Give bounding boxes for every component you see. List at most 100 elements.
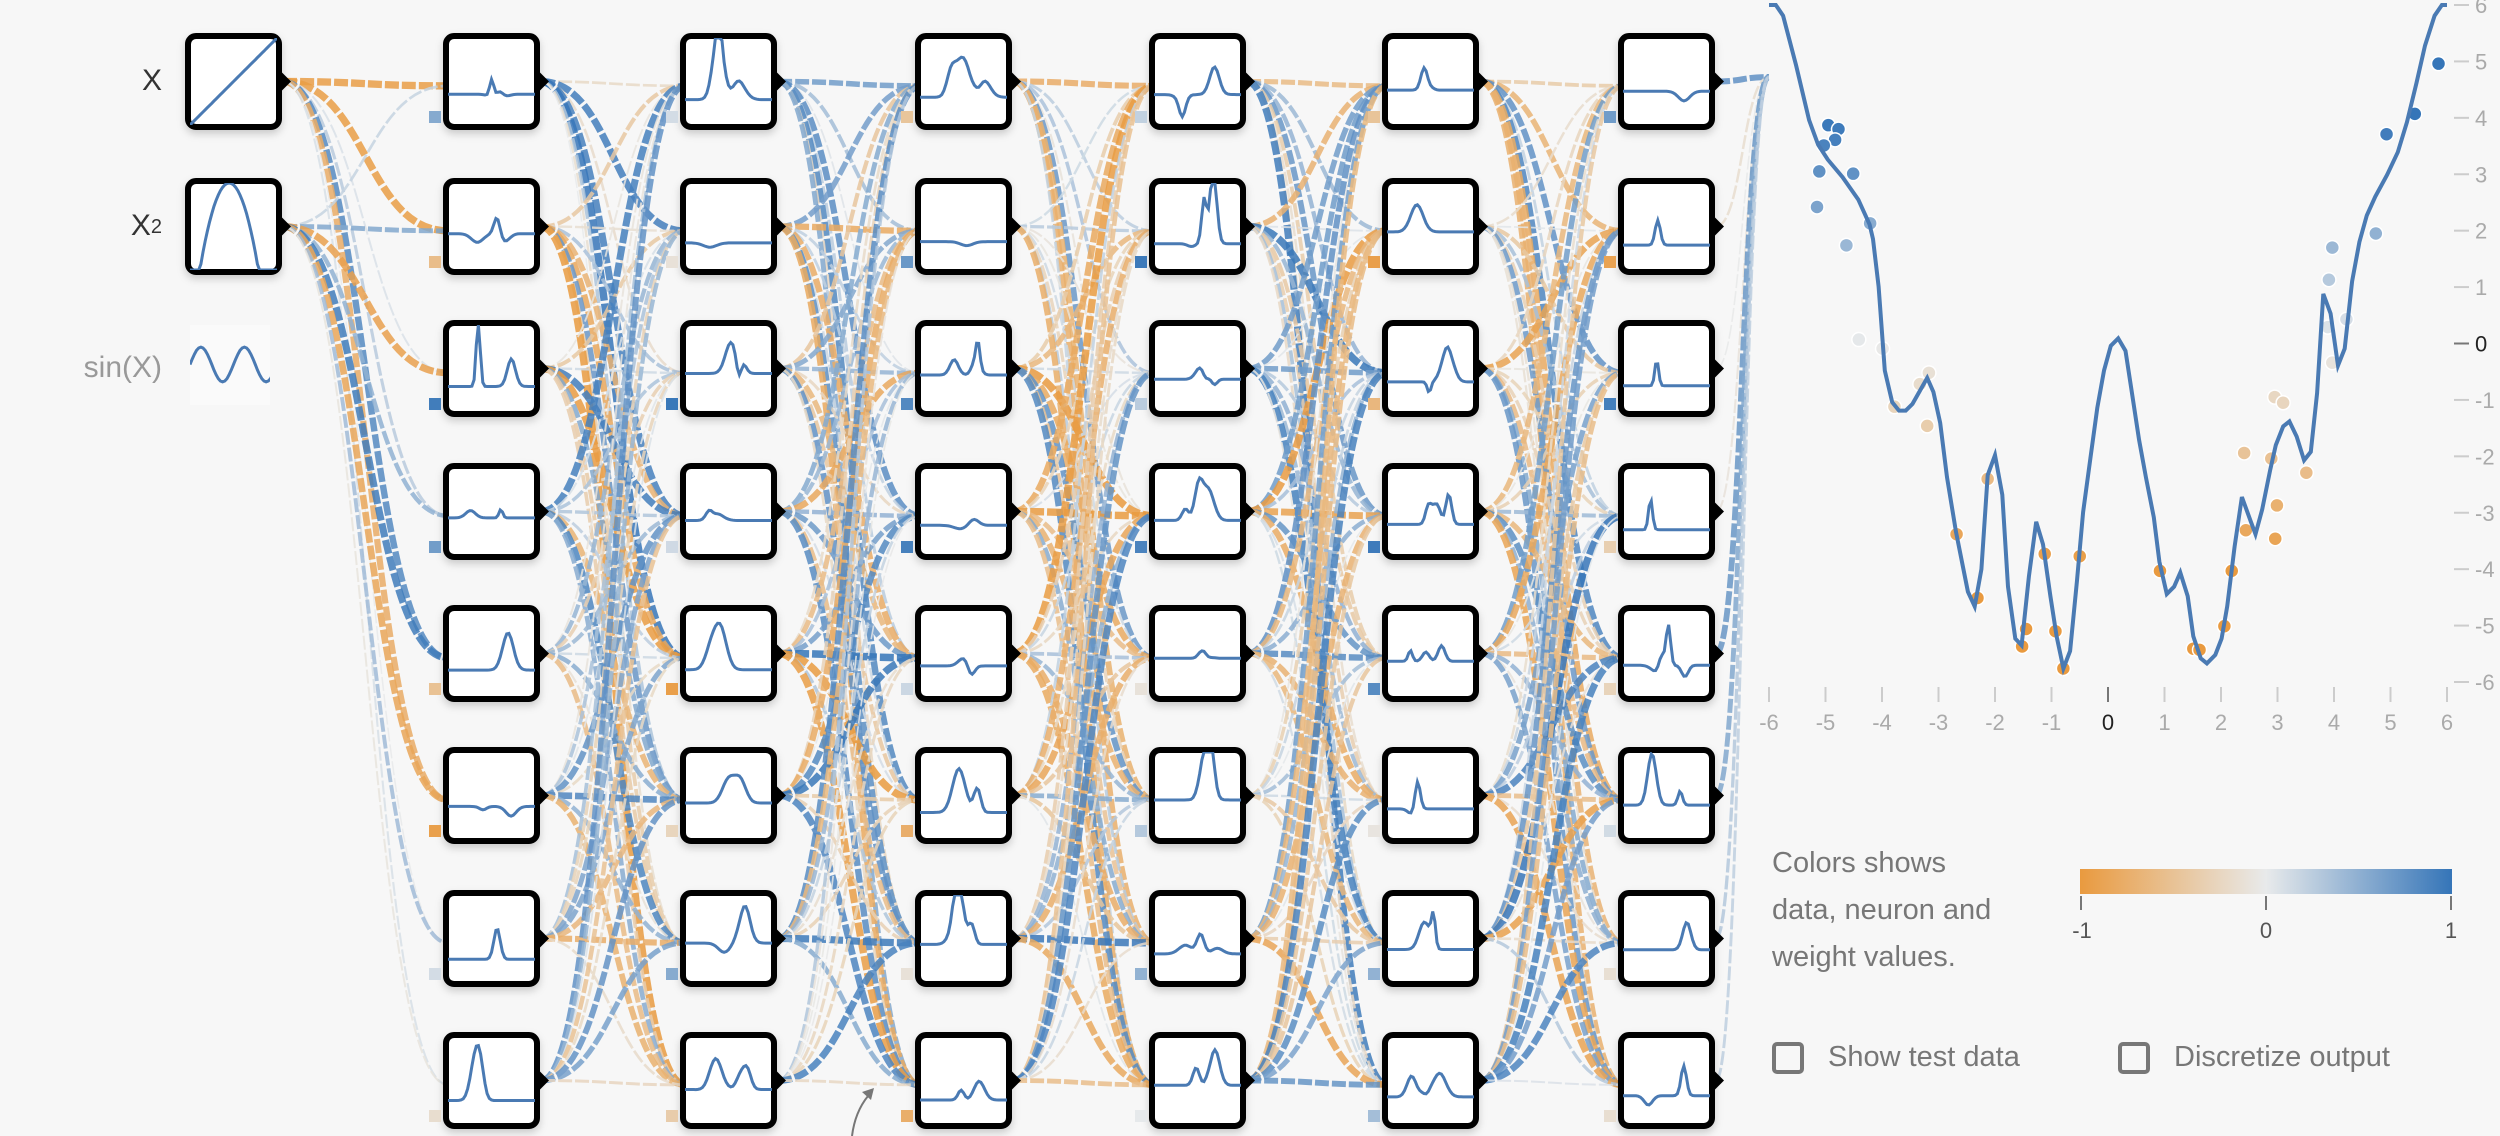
bias-square[interactable] [1135,968,1147,980]
weight-link[interactable] [1479,939,1624,1084]
weight-link[interactable] [1012,1078,1155,1088]
weight-link[interactable] [540,79,686,802]
bias-square[interactable] [1135,683,1147,695]
weight-link[interactable] [540,224,686,945]
bias-square[interactable] [1135,398,1147,410]
checkbox-box[interactable] [1772,1041,1804,1074]
weight-link[interactable] [1246,82,1388,657]
neuron-box[interactable] [915,1032,1012,1129]
neuron-box[interactable] [915,320,1012,417]
weight-link[interactable] [540,940,686,1084]
hidden-neuron-l1-n3[interactable] [429,320,549,417]
weight-link[interactable] [1713,74,1772,798]
hidden-neuron-l4-n4[interactable] [1135,463,1255,560]
bias-square[interactable] [666,968,678,980]
discretize-output-checkbox[interactable]: Discretize output [2118,1041,2390,1074]
weight-link[interactable] [1246,225,1388,1087]
weight-link[interactable] [1479,654,1624,1084]
weight-link[interactable] [1246,1077,1388,1088]
neuron-box[interactable] [680,1032,777,1129]
weight-link[interactable] [540,80,686,88]
weight-link[interactable] [1246,796,1388,1084]
bias-square[interactable] [1135,111,1147,123]
weight-link[interactable] [1479,1079,1624,1086]
weight-link[interactable] [1246,83,1388,372]
bias-square[interactable] [666,683,678,695]
weight-link[interactable] [540,229,686,941]
weight-link[interactable] [777,510,921,801]
weight-link[interactable] [540,223,686,803]
weight-link[interactable] [1479,370,1624,1083]
weight-link[interactable] [777,83,921,371]
hidden-neuron-l3-n3[interactable] [901,320,1021,417]
weight-link[interactable] [1479,84,1624,228]
weight-link[interactable] [777,80,921,374]
bias-square[interactable] [1604,111,1616,123]
weight-link[interactable] [1012,512,1155,1084]
bias-square[interactable] [1368,825,1380,837]
weight-link[interactable] [1479,515,1624,1082]
weight-link[interactable] [1246,78,1388,89]
neuron-box[interactable] [1149,1032,1246,1129]
hidden-neuron-l1-n8[interactable] [429,1032,549,1129]
weight-link[interactable] [540,508,686,803]
hidden-neuron-l2-n5[interactable] [666,605,786,702]
feature-box[interactable] [190,325,270,405]
weight-link[interactable] [1246,508,1388,803]
weight-link[interactable] [1479,652,1624,944]
neuron-box[interactable] [1618,463,1715,560]
weight-link[interactable] [1246,84,1388,797]
bias-square[interactable] [1604,398,1616,410]
bias-square[interactable] [666,398,678,410]
hidden-neuron-l3-n1[interactable] [901,33,1021,130]
weight-link[interactable] [1479,365,1624,803]
weight-link[interactable] [540,652,686,944]
bias-square[interactable] [901,256,913,268]
bias-square[interactable] [1135,541,1147,553]
weight-link[interactable] [777,225,921,518]
bias-square[interactable] [901,683,913,695]
weight-link[interactable] [1246,650,1388,946]
neuron-box[interactable] [915,747,1012,844]
bias-square[interactable] [666,256,678,268]
weight-link[interactable] [777,656,921,1082]
weight-link[interactable] [1012,78,1155,803]
bias-square[interactable] [1368,968,1380,980]
weight-link[interactable] [1479,84,1624,797]
hidden-neuron-l6-n2[interactable] [1604,178,1724,275]
hidden-neuron-l2-n6[interactable] [666,747,786,844]
weight-link[interactable] [1246,369,1388,1084]
hidden-neuron-l6-n5[interactable] [1604,605,1724,702]
weight-link[interactable] [1246,366,1388,661]
hidden-neuron-l3-n6[interactable] [901,747,1021,844]
bias-square[interactable] [1368,541,1380,553]
weight-link[interactable] [1012,79,1155,375]
neuron-box[interactable] [1618,33,1715,130]
weight-link[interactable] [539,222,687,1089]
hidden-neuron-l5-n2[interactable] [1368,178,1488,275]
checkbox-box[interactable] [2118,1041,2150,1074]
weight-link[interactable] [1246,513,1388,1083]
weight-link[interactable] [1246,367,1388,1086]
weight-link[interactable] [282,224,449,945]
weight-link[interactable] [777,78,921,89]
neuron-box[interactable] [1618,890,1715,987]
bias-square[interactable] [1604,825,1616,837]
weight-link[interactable] [282,225,449,1086]
bias-square[interactable] [1604,968,1616,980]
weight-link[interactable] [540,371,686,1082]
weight-link[interactable] [1479,366,1624,660]
neuron-box[interactable] [1149,33,1246,130]
bias-square[interactable] [429,541,441,553]
hidden-neuron-l5-n5[interactable] [1368,605,1488,702]
weight-link[interactable] [540,792,686,1088]
bias-square[interactable] [901,111,913,123]
weight-link[interactable] [777,78,921,804]
weight-link[interactable] [777,365,921,946]
bias-square[interactable] [1368,398,1380,410]
weight-link[interactable] [282,224,449,234]
neuron-box[interactable] [915,33,1012,130]
weight-link[interactable] [282,77,449,235]
weight-link[interactable] [777,83,921,514]
weight-link[interactable] [282,224,449,519]
